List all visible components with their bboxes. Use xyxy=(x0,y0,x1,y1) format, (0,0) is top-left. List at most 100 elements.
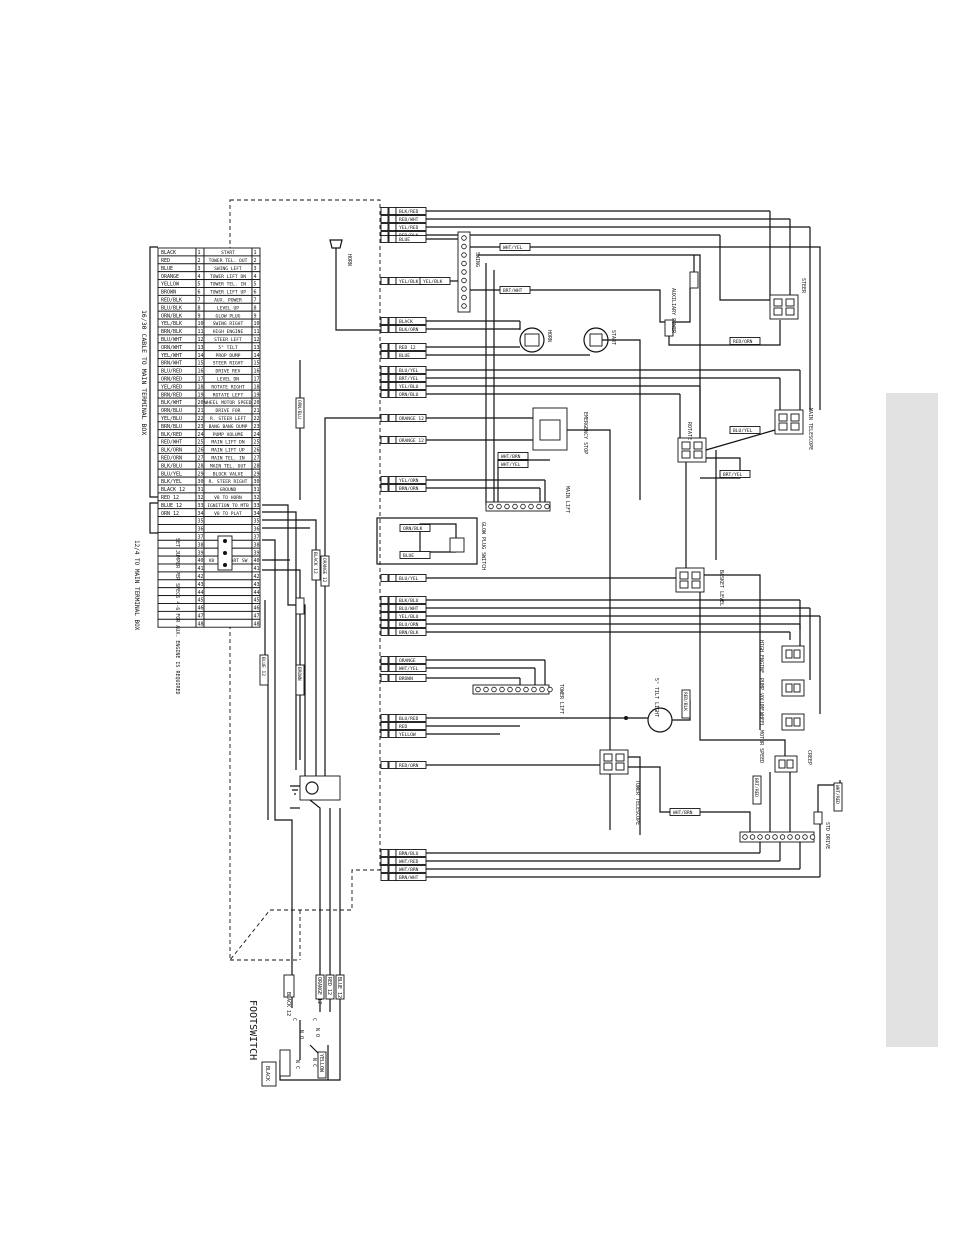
terminal-wire-label: YEL/BLU xyxy=(161,416,182,422)
terminal-number: 48 xyxy=(254,621,260,627)
connector-pin xyxy=(388,382,397,390)
connector-pin xyxy=(388,207,397,215)
terminal-dot xyxy=(515,686,521,693)
terminal-number: 29 xyxy=(198,471,204,477)
terminal-number: 4 xyxy=(198,274,201,280)
terminal-wire-label: RED xyxy=(161,258,170,264)
terminal-number: 1 xyxy=(198,250,201,256)
connector-pin xyxy=(380,628,389,636)
horn-label: HORN xyxy=(346,254,352,266)
terminal-function-label: MAIN LIFT DN xyxy=(211,440,244,446)
inline-wire-label: RED/ORN xyxy=(733,339,753,345)
svg-text:BLUE 12: BLUE 12 xyxy=(336,977,342,998)
inline-wire-tag xyxy=(499,243,531,251)
connector-wire-label: WHT/BRN xyxy=(399,867,419,873)
connector-pin xyxy=(380,215,389,223)
terminal-number: 27 xyxy=(198,456,204,462)
svg-text:N C: N C xyxy=(294,1060,300,1069)
terminal-wire-label: BLK/ORN xyxy=(161,448,182,454)
main-cable-bracket xyxy=(149,246,158,498)
terminal-function-label: GLOW PLUG xyxy=(216,313,241,319)
terminal-function-label: ROTATE LEFT xyxy=(213,392,244,398)
terminal-number: 42 xyxy=(254,574,260,580)
wire xyxy=(668,320,781,346)
wire xyxy=(628,756,641,835)
terminal-wire-label: RED 12 xyxy=(161,495,179,501)
terminal-number: 27 xyxy=(254,456,260,462)
terminal-number: 23 xyxy=(198,424,204,430)
terminal-function xyxy=(203,571,253,581)
connector-wire-label: BLUE xyxy=(399,353,410,359)
connector-pin xyxy=(380,390,389,398)
terminal-number: 47 xyxy=(254,614,260,620)
svg-text:C: C xyxy=(311,1018,317,1021)
connector-pin xyxy=(388,374,397,382)
terminal-number: 19 xyxy=(198,392,204,398)
terminal-wire-label: YELLOW xyxy=(161,282,180,288)
connector-pin xyxy=(380,664,389,672)
main-cable-note: 16/30 CABLE TO MAIN TERMINAL BOX xyxy=(140,310,148,435)
terminal-number: 8 xyxy=(198,305,201,311)
jumper-note: SET JUMPER PER SPECS 4-6 FOR AUX. ENGINE… xyxy=(174,538,180,695)
terminal-wire-label: ORN 12 xyxy=(161,511,179,517)
terminal-function-label: PROP DUMP xyxy=(216,353,241,359)
power-cable-bracket xyxy=(149,502,158,534)
inline-wire-label: WHT/YEL xyxy=(503,245,523,251)
terminal-number: 37 xyxy=(198,535,204,541)
connector-wire-label: YEL/BLK xyxy=(399,279,419,285)
terminal-function xyxy=(203,610,253,620)
connector-pin xyxy=(388,277,397,285)
terminal-number: 46 xyxy=(198,606,204,612)
terminal-number: 20 xyxy=(254,400,260,406)
connector-pin xyxy=(388,596,397,604)
terminal-function-label: DRIVE REV xyxy=(216,369,241,375)
terminal-function-label: LEVEL DN xyxy=(217,377,239,383)
terminal-wire-color xyxy=(157,516,197,525)
terminal-number: 33 xyxy=(254,503,260,509)
connector-pin xyxy=(388,674,397,682)
terminal-wire-label: BLACK xyxy=(161,250,176,256)
terminal-dot xyxy=(496,503,502,510)
terminal-number: 17 xyxy=(254,377,260,383)
terminal-number: 14 xyxy=(198,353,204,359)
connector-wire-label: BLUE xyxy=(399,237,410,243)
terminal-number: 47 xyxy=(198,614,204,620)
svg-text:ORN/BLU: ORN/BLU xyxy=(296,400,302,419)
steer-switch: STEER xyxy=(769,278,806,320)
svg-text:CREEP: CREEP xyxy=(806,750,812,765)
pump-volume-switch: PUMP VOLUME xyxy=(758,678,805,711)
connector-wire-label: WHT/RED xyxy=(399,859,419,865)
connector-wire-label: YEL/RED xyxy=(399,225,419,231)
terminal-number: 38 xyxy=(254,542,260,548)
terminal-wire-label: BLK/RED xyxy=(161,432,182,438)
inline-wire-tag xyxy=(399,551,431,559)
terminal-number: 18 xyxy=(254,384,260,390)
wire xyxy=(817,780,841,812)
terminal-number: 25 xyxy=(198,440,204,446)
connector-wire-label: RED/WHT xyxy=(399,217,419,223)
connector-pin xyxy=(388,223,397,231)
connector-pin xyxy=(380,223,389,231)
svg-text:BLUE 12: BLUE 12 xyxy=(260,657,266,676)
terminal-function xyxy=(203,524,253,533)
wire xyxy=(478,254,701,440)
terminal-number: 43 xyxy=(254,582,260,588)
wire xyxy=(699,592,786,756)
terminal-function-label: 5° TILT xyxy=(218,345,238,351)
terminal-function xyxy=(203,618,253,628)
terminal-number: 40 xyxy=(254,558,260,564)
main-telescope-switch: MAIN TELESCOPE xyxy=(774,408,813,450)
connector-pin xyxy=(380,730,389,738)
connector-pin xyxy=(380,849,389,857)
terminal-function xyxy=(203,595,253,604)
connector-wire-label: ORANGE 12 xyxy=(399,438,424,444)
terminal-number: 11 xyxy=(198,329,204,335)
svg-text:MAIN LIFT: MAIN LIFT xyxy=(564,486,570,513)
terminal-number: 31 xyxy=(254,487,260,493)
svg-text:HIGH ENGINE: HIGH ENGINE xyxy=(758,640,764,673)
terminal-function-label: TOWER TEL. IN xyxy=(210,282,246,288)
power-cable-note: 12/4 TO MAIN TERMINAL BOX xyxy=(133,540,140,631)
terminal-number: 6 xyxy=(254,290,257,296)
terminal-function-label: SWING LEFT xyxy=(214,266,242,272)
